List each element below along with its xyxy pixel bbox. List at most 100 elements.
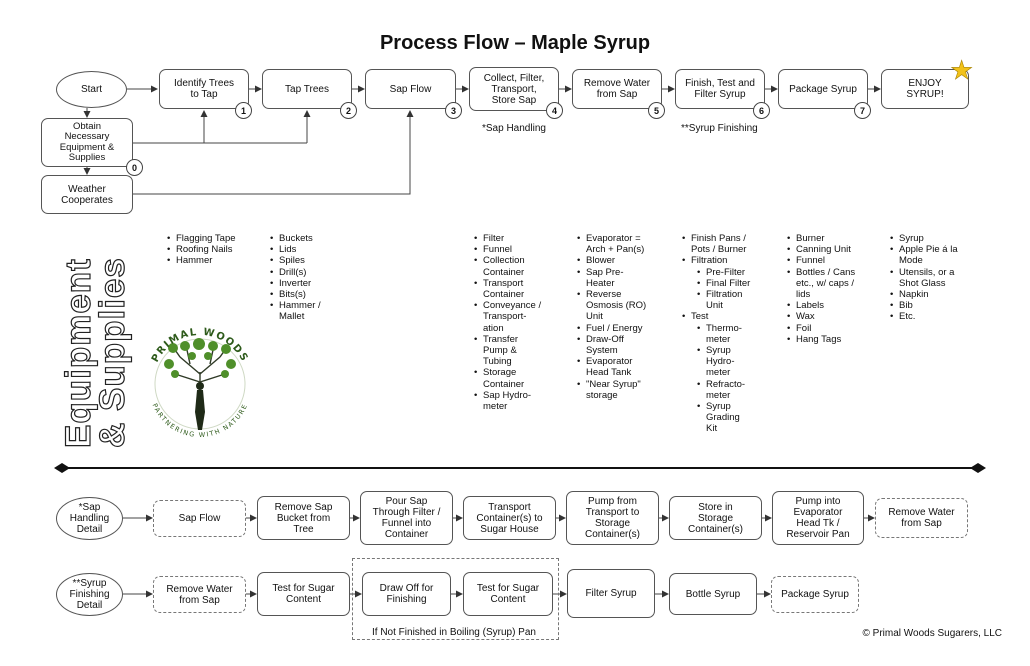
- arrow-weather-to-sapflow: [133, 110, 414, 195]
- supply-item: Bits(s): [270, 289, 350, 300]
- sap-detail-step-2: Remove Sap Bucket from Tree: [257, 496, 350, 540]
- start-oval: Start: [56, 71, 127, 108]
- sap-detail-step-6: Store in Storage Container(s): [669, 496, 762, 540]
- sap-detail-step-4: Transport Container(s) to Sugar House: [463, 496, 556, 540]
- step-sap-flow: Sap Flow: [365, 69, 456, 109]
- supply-item: Labels: [787, 300, 875, 311]
- supplies-evaporate-list: Evaporator =Arch + Pan(s)BlowerSap Pre-H…: [577, 233, 669, 401]
- note-sap-handling: *Sap Handling: [482, 123, 546, 134]
- step-number-5: 5: [648, 102, 665, 119]
- step-number-1: 1: [235, 102, 252, 119]
- supply-item: Refracto-meter: [682, 379, 774, 401]
- sap-detail-oval: *Sap Handling Detail: [56, 497, 123, 540]
- supply-item: Finish Pans /Pots / Burner: [682, 233, 774, 255]
- supply-item: Hammer: [167, 255, 257, 266]
- supplies-enjoy-list: SyrupApple Pie á laModeUtensils, or aSho…: [890, 233, 980, 323]
- supply-item: Filter: [474, 233, 566, 244]
- supply-item: Fuel / Energy: [577, 323, 669, 334]
- copyright-text: © Primal Woods Sugarers, LLC: [862, 628, 1002, 639]
- supply-item: Napkin: [890, 289, 980, 300]
- side-title-line2: & Supplies: [92, 257, 132, 449]
- sap-detail-step-1: Sap Flow: [153, 500, 246, 537]
- supply-item: Foil: [787, 323, 875, 334]
- supply-item: Funnel: [787, 255, 875, 266]
- supply-item: Blower: [577, 255, 669, 266]
- supplies-collect-list: FilterFunnelCollectionContainerTransport…: [474, 233, 566, 412]
- supply-item: Flagging Tape: [167, 233, 257, 244]
- supply-item: Drill(s): [270, 267, 350, 278]
- step-enjoy-syrup: ENJOY SYRUP!: [881, 69, 969, 109]
- obtain-equipment-box: Obtain Necessary Equipment & Supplies: [41, 118, 133, 167]
- supply-item: Spiles: [270, 255, 350, 266]
- supply-item: Filtration: [682, 255, 774, 266]
- syrup-detail-step-4: Test for Sugar Content: [463, 572, 553, 616]
- step-number-3: 3: [445, 102, 462, 119]
- sap-detail-step-3: Pour Sap Through Filter / Funnel into Co…: [360, 491, 453, 545]
- syrup-detail-step-1: Remove Water from Sap: [153, 576, 246, 613]
- supply-item: Inverter: [270, 278, 350, 289]
- step-identify-trees: Identify Trees to Tap: [159, 69, 249, 109]
- step-collect-filter: Collect, Filter, Transport, Store Sap: [469, 67, 559, 111]
- note-syrup-finishing: **Syrup Finishing: [681, 123, 758, 134]
- supply-item: Sap Hydro-meter: [474, 390, 566, 412]
- supply-item: Buckets: [270, 233, 350, 244]
- supply-item: Wax: [787, 311, 875, 322]
- step-number-7: 7: [854, 102, 871, 119]
- supply-item: Hammer /Mallet: [270, 300, 350, 322]
- supply-item: Bib: [890, 300, 980, 311]
- weather-cooperates-box: Weather Cooperates: [41, 175, 133, 214]
- step-number-6: 6: [753, 102, 770, 119]
- supplies-tap-list: BucketsLidsSpilesDrill(s)InverterBits(s)…: [270, 233, 350, 323]
- supply-item: Syrup: [890, 233, 980, 244]
- supply-item: Test: [682, 311, 774, 322]
- sap-detail-step-5: Pump from Transport to Storage Container…: [566, 491, 659, 545]
- step-tap-trees: Tap Trees: [262, 69, 352, 109]
- loop-note: If Not Finished in Boiling (Syrup) Pan: [372, 627, 536, 638]
- page-title: Process Flow – Maple Syrup: [379, 32, 651, 54]
- supply-item: Roofing Nails: [167, 244, 257, 255]
- syrup-detail-step-3: Draw Off for Finishing: [362, 572, 451, 616]
- step-package-syrup: Package Syrup: [778, 69, 868, 109]
- syrup-detail-step-6: Bottle Syrup: [669, 573, 757, 615]
- side-title-line1: Equipment: [58, 258, 98, 449]
- supply-item: Funnel: [474, 244, 566, 255]
- supplies-identify-list: Flagging TapeRoofing NailsHammer: [167, 233, 257, 267]
- syrup-detail-step-5: Filter Syrup: [567, 569, 655, 618]
- syrup-detail-step-2: Test for Sugar Content: [257, 572, 350, 616]
- star-icon: ★: [950, 55, 974, 85]
- step-finish-test-filter: Finish, Test and Filter Syrup: [675, 69, 765, 109]
- section-divider: [54, 463, 986, 473]
- supply-item: Conveyance /Transport-ation: [474, 300, 566, 334]
- supply-item: Pre-Filter: [682, 267, 774, 278]
- primal-woods-logo: PRIMAL WOODS PARTNERING WITH NATURE: [150, 327, 249, 439]
- supply-item: Lids: [270, 244, 350, 255]
- sap-detail-step-7: Pump into Evaporator Head Tk / Reservoir…: [772, 491, 864, 545]
- supply-item: Evaporator =Arch + Pan(s): [577, 233, 669, 255]
- loop-bracket: [352, 558, 559, 640]
- supplies-package-list: BurnerCanning UnitFunnelBottles / Canset…: [787, 233, 875, 345]
- step-remove-water: Remove Water from Sap: [572, 69, 662, 109]
- supply-item: Burner: [787, 233, 875, 244]
- supply-item: Sap Pre-Heater: [577, 267, 669, 289]
- step-number-2: 2: [340, 102, 357, 119]
- step-number-0: 0: [126, 159, 143, 176]
- supplies-finish-list: Finish Pans /Pots / BurnerFiltrationPre-…: [682, 233, 774, 435]
- supply-item: Final Filter: [682, 278, 774, 289]
- syrup-detail-step-7: Package Syrup: [771, 576, 859, 613]
- supply-item: Thermo-meter: [682, 323, 774, 345]
- supply-item: Canning Unit: [787, 244, 875, 255]
- supply-item: "Near Syrup"storage: [577, 379, 669, 401]
